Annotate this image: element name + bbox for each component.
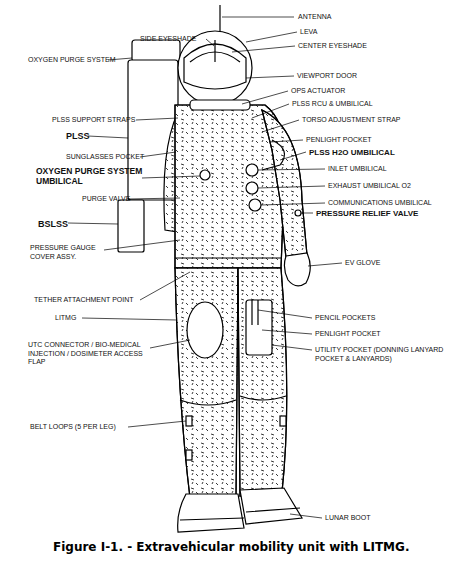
part-label: PENLIGHT POCKET bbox=[315, 330, 381, 339]
part-label: PRESSURE RELIEF VALVE bbox=[316, 209, 418, 219]
part-label: INLET UMBILICAL bbox=[328, 165, 387, 174]
part-label: UTILITY POCKET (DONNING LANYARD POCKET &… bbox=[315, 346, 455, 363]
part-label: PLSS SUPPORT STRAPS bbox=[52, 116, 135, 125]
part-label: LITMG bbox=[55, 314, 76, 323]
part-label: PENLIGHT POCKET bbox=[306, 136, 372, 145]
part-label: LUNAR BOOT bbox=[325, 514, 371, 523]
part-label: PLSS RCU & UMBILICAL bbox=[292, 100, 373, 109]
part-label: LEVA bbox=[300, 28, 317, 37]
part-label: TORSO ADJUSTMENT STRAP bbox=[302, 116, 401, 125]
part-label: PRESSURE GAUGE COVER ASSY. bbox=[30, 244, 102, 261]
part-label: EXHAUST UMBILICAL O2 bbox=[328, 182, 411, 191]
part-label: PLSS bbox=[66, 131, 90, 142]
part-label: VIEWPORT DOOR bbox=[297, 72, 357, 81]
part-label: COMMUNICATIONS UMBILICAL bbox=[328, 199, 432, 208]
part-label: UTC CONNECTOR / BIO-MEDICAL INJECTION / … bbox=[28, 341, 148, 367]
part-label: BSLSS bbox=[38, 219, 68, 230]
figure-caption: Figure I-1. - Extravehicular mobility un… bbox=[53, 540, 409, 554]
part-label: PLSS H2O UMBILICAL bbox=[309, 148, 395, 158]
part-label: OPS ACTUATOR bbox=[291, 87, 345, 96]
part-label: SUNGLASSES POCKET bbox=[66, 153, 144, 162]
part-label: CENTER EYESHADE bbox=[298, 42, 367, 51]
part-label: TETHER ATTACHMENT POINT bbox=[34, 296, 134, 305]
part-label: OXYGEN PURGE SYSTEM bbox=[28, 56, 116, 65]
part-label: BELT LOOPS (5 PER LEG) bbox=[30, 423, 116, 432]
part-label: SIDE EYESHADE bbox=[140, 35, 196, 44]
part-label: PURGE VALVE bbox=[82, 195, 130, 204]
part-label: EV GLOVE bbox=[345, 259, 380, 268]
part-label: OXYGEN PURGE SYSTEM UMBILICAL bbox=[36, 166, 144, 186]
part-label: PENCIL POCKETS bbox=[315, 314, 375, 323]
part-label: ANTENNA bbox=[298, 13, 331, 22]
